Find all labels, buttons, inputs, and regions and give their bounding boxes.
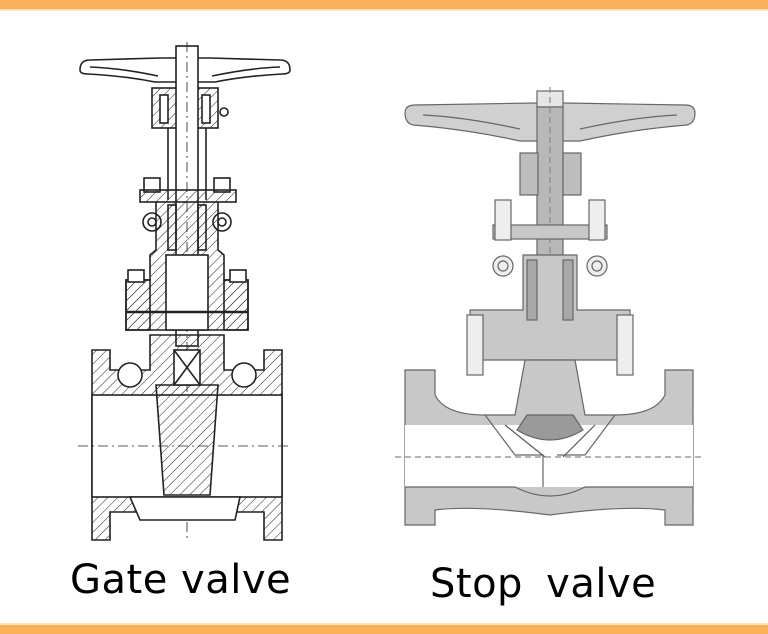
gate-valve-caption: Gate valve xyxy=(70,557,292,603)
gate-valve-drawing xyxy=(78,42,292,541)
top-orange-border xyxy=(0,0,768,11)
stop-valve-caption: Stop valve xyxy=(430,561,657,607)
bottom-orange-border xyxy=(0,623,768,634)
stop-valve-drawing xyxy=(395,87,705,526)
